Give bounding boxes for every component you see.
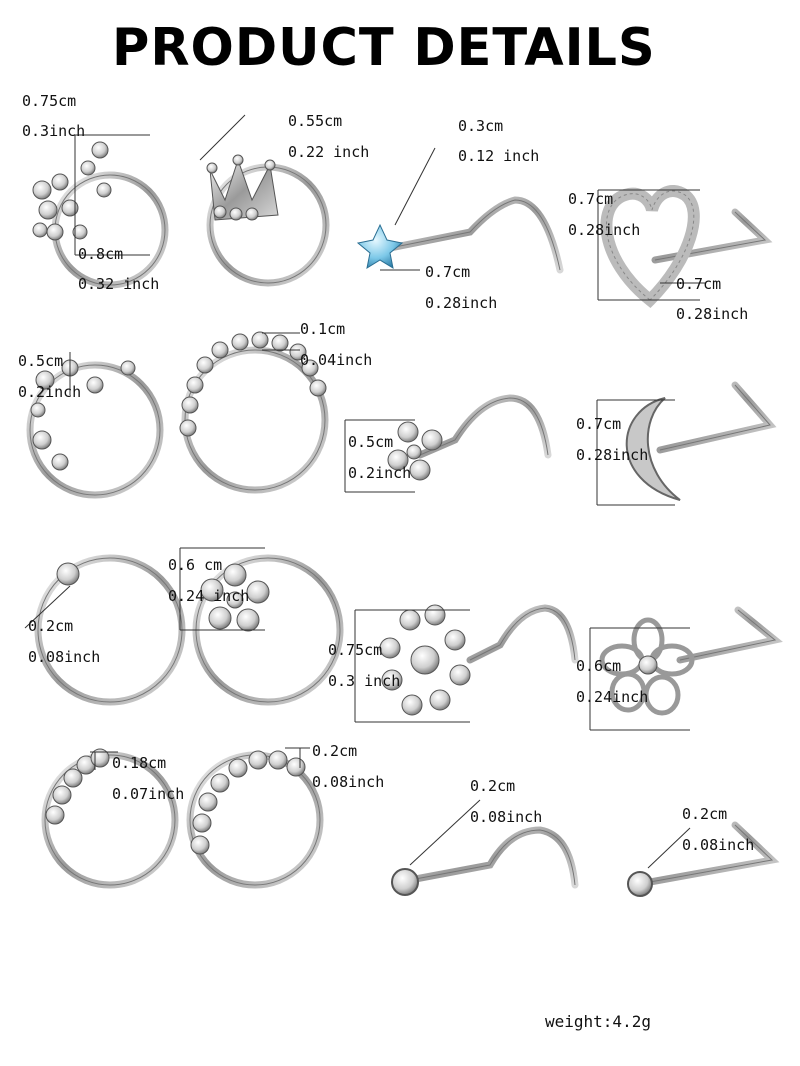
page-title: PRODUCT DETAILS: [112, 18, 656, 78]
l-shape-stud: [627, 821, 780, 897]
size-label-4-cm: 0.7cm: [568, 190, 614, 208]
size-label-3b-cm: 0.7cm: [425, 263, 471, 281]
size-label-13-cm: 0.18cm: [112, 754, 167, 772]
size-label-1b-cm: 0.8cm: [78, 245, 124, 263]
size-label-4b-in: 0.28inch: [676, 305, 749, 323]
size-label-2-cm: 0.55cm: [288, 112, 343, 130]
size-label-7-in: 0.2inch: [348, 464, 412, 482]
size-label-7-cm: 0.5cm: [348, 433, 394, 451]
hoop-stone-row: [186, 750, 324, 889]
size-label-5-cm: 0.5cm: [18, 352, 64, 370]
hoop-crown: [206, 154, 330, 287]
size-label-11-cm: 0.75cm: [328, 641, 383, 659]
size-label-15-cm: 0.2cm: [470, 777, 516, 795]
size-label-1-in: 0.3inch: [22, 122, 86, 140]
weight-label: weight:4.2g: [545, 1012, 651, 1031]
screw-stud: [391, 826, 579, 896]
size-label-6-cm: 0.1cm: [300, 320, 346, 338]
size-label-8-in: 0.28inch: [576, 446, 649, 464]
size-label-2-in: 0.22 inch: [288, 143, 370, 161]
size-label-5-in: 0.2inch: [18, 383, 82, 401]
screw-flower: [387, 394, 552, 481]
size-label-14-in: 0.08inch: [312, 773, 385, 791]
size-label-13-in: 0.07inch: [112, 785, 185, 803]
size-label-11-in: 0.3 inch: [328, 672, 401, 690]
size-label-8-cm: 0.7cm: [576, 415, 622, 433]
size-label-10-cm: 0.6 cm: [168, 556, 223, 574]
size-label-3b-in: 0.28inch: [425, 294, 498, 312]
hoop-leaf: [26, 359, 164, 499]
size-label-9-cm: 0.2cm: [28, 617, 74, 635]
size-label-4b-cm: 0.7cm: [676, 275, 722, 293]
size-label-3-in: 0.12 inch: [458, 147, 540, 165]
screw-blue-star: [356, 196, 564, 274]
size-label-6-in: 0.04inch: [300, 351, 373, 369]
size-label-14-cm: 0.2cm: [312, 742, 358, 760]
size-label-16-cm: 0.2cm: [682, 805, 728, 823]
size-label-12-cm: 0.6cm: [576, 657, 622, 675]
hoop-flower-crown: [32, 141, 169, 289]
size-label-9-in: 0.08inch: [28, 648, 101, 666]
size-label-4-in: 0.28inch: [568, 221, 641, 239]
screw-cluster: [379, 604, 579, 716]
size-label-15-in: 0.08inch: [470, 808, 543, 826]
l-shape-heart: [600, 185, 773, 309]
l-shape-moon: [625, 381, 777, 501]
size-label-12-in: 0.24inch: [576, 688, 649, 706]
size-label-16-in: 0.08inch: [682, 836, 755, 854]
measurement-lines: [24, 114, 705, 869]
size-label-1b-in: 0.32 inch: [78, 275, 160, 293]
l-shape-open-flower: [599, 606, 783, 716]
size-label-3-cm: 0.3cm: [458, 117, 504, 135]
hoop-beads: [179, 331, 329, 494]
size-label-1-cm: 0.75cm: [22, 92, 77, 110]
size-label-10-in: 0.24 inch: [168, 587, 250, 605]
